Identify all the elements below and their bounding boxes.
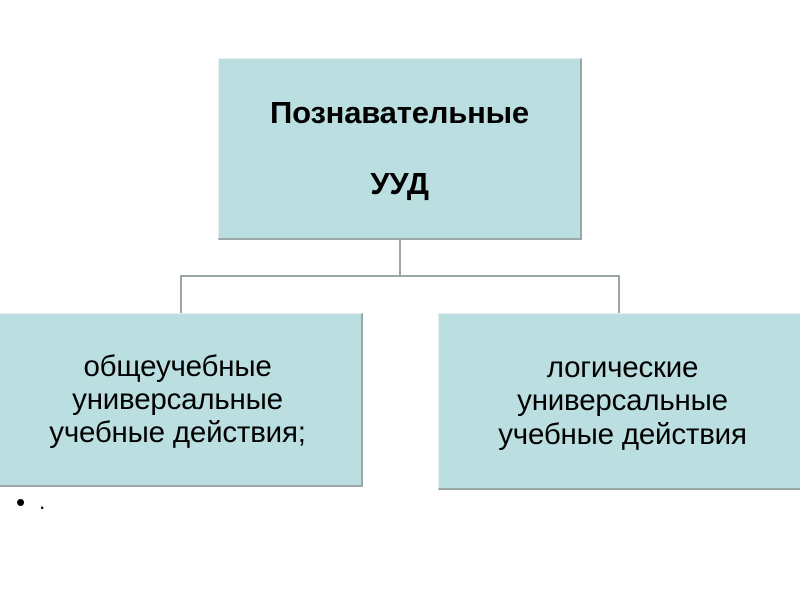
child-node-1-line-1: логические (546, 351, 699, 385)
connector-branch-left-line (180, 275, 182, 314)
stray-bullet-text: . (39, 489, 46, 514)
connector-horizontal-bar (180, 275, 620, 277)
stray-bullet-list-item: • . (16, 489, 45, 515)
diagram-child-node-logical[interactable]: логические универсальные учебные действи… (438, 313, 800, 490)
connector-trunk-line (399, 240, 401, 276)
bullet-icon: • (16, 487, 26, 517)
diagram-root-node[interactable]: Познавательные УУД (218, 58, 582, 240)
child-node-0-line-3: учебные действия; (49, 416, 306, 450)
child-node-1-line-2: универсальные (517, 384, 728, 418)
diagram-child-node-general-learning[interactable]: общеучебные универсальные учебные действ… (0, 313, 363, 487)
connector-branch-right-line (618, 275, 620, 314)
root-node-line-1: Познавательные (270, 94, 529, 130)
child-node-1-line-3: учебные действия (498, 417, 747, 451)
root-node-line-2: УУД (370, 165, 429, 201)
child-node-0-line-1: общеучебные (83, 349, 272, 383)
child-node-0-line-2: универсальные (72, 382, 283, 416)
